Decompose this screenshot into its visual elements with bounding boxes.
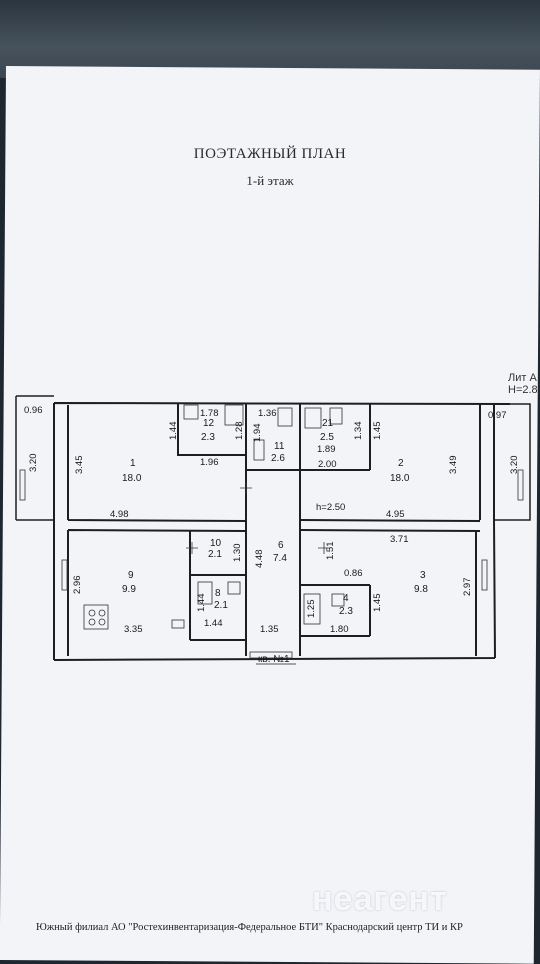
dim-178: 1.78: [200, 408, 219, 419]
apartment-label: кв. №1: [258, 654, 290, 665]
window-mark: [61, 559, 68, 591]
photo-background-top: [0, 0, 540, 78]
dim-498: 4.98: [110, 509, 129, 520]
room-3-area: 9.8: [414, 584, 428, 595]
watermark-logo: неагент: [312, 880, 448, 918]
room-11-number: 11: [274, 441, 285, 452]
shower-icon: [303, 593, 321, 625]
room-8-number: 8: [215, 588, 221, 599]
dim-145-bottom: 1.45: [372, 594, 383, 613]
sink-icon: [171, 619, 185, 629]
dim-349: 3.49: [448, 456, 459, 475]
room-3-number: 3: [420, 570, 426, 581]
fixtures: [19, 404, 524, 659]
dim-125: 1.25: [306, 600, 317, 619]
shower-icon: [224, 404, 244, 426]
room-11-area: 2.6: [271, 453, 285, 464]
dim-144c: 1.44: [204, 618, 223, 629]
room-6-area: 7.4: [273, 553, 287, 564]
dim-335: 3.35: [124, 624, 143, 635]
sink-icon: [183, 404, 199, 420]
stove-burner: [88, 609, 96, 617]
room-12-number: 12: [203, 418, 215, 429]
dim-320-left: 3.20: [28, 454, 39, 473]
dim-151: 1.51: [325, 542, 336, 561]
toilet-icon: [253, 439, 265, 461]
room-8-area: 2.1: [214, 600, 228, 611]
dim-136: 1.36: [258, 408, 277, 419]
dim-144: 1.44: [168, 422, 179, 441]
room-21-area: 2.5: [320, 432, 334, 443]
dim-495: 4.95: [386, 509, 405, 520]
radiator-mark: [240, 482, 252, 494]
dim-130: 1.30: [232, 544, 243, 563]
dim-134: 1.34: [353, 422, 364, 441]
shower-icon: [197, 581, 213, 605]
dim-200: 2.00: [318, 459, 337, 470]
dim-320-right: 3.20: [509, 456, 520, 475]
dim-128: 1.28: [234, 422, 245, 441]
room-9-number: 9: [128, 570, 134, 581]
sink-icon: [331, 593, 345, 607]
dim-371: 3.71: [390, 534, 409, 545]
dim-145-top: 1.45: [372, 422, 383, 441]
dim-135: 1.35: [260, 624, 279, 635]
entrance-door: [249, 651, 293, 659]
sink-icon: [329, 407, 343, 425]
shower-icon: [304, 407, 322, 429]
room-12-area: 2.3: [201, 432, 215, 443]
room-21-number: 21: [322, 418, 334, 429]
room-2-number: 2: [398, 458, 404, 469]
room-1-area: 18.0: [122, 473, 142, 484]
window-mark: [517, 469, 524, 501]
stove-icon: [83, 604, 109, 630]
dim-086: 0.86: [344, 568, 363, 579]
lit-line-2: Н=2.8: [508, 384, 538, 396]
dim-194: 1.94: [252, 424, 263, 443]
dim-196: 1.96: [200, 457, 219, 468]
dim-096: 0.96: [24, 405, 43, 416]
room-1-number: 1: [130, 458, 136, 469]
room-2-area: 18.0: [390, 473, 410, 484]
dim-297: 2.97: [462, 578, 473, 597]
page-title: ПОЭТАЖНЫЙ ПЛАН: [193, 146, 347, 162]
room-6-number: 6: [278, 540, 284, 551]
dim-189: 1.89: [317, 444, 336, 455]
dim-097: 0.97: [488, 410, 507, 421]
footer-organization: Южный филиал АО "Ростехинвентаризация-Фе…: [36, 922, 463, 933]
window-mark: [481, 559, 488, 591]
room-10-area: 2.1: [208, 549, 222, 560]
dim-144b: 1.44: [196, 594, 207, 613]
dim-180: 1.80: [330, 624, 349, 635]
lit-line-1: Лит А: [508, 372, 537, 384]
building-letter-label: Лит А Н=2.8: [508, 372, 538, 396]
room-4-area: 2.3: [339, 606, 353, 617]
room-10-number: 10: [210, 538, 222, 549]
dim-448: 4.48: [254, 550, 265, 569]
dim-296: 2.96: [72, 576, 83, 595]
toilet-icon: [277, 407, 293, 427]
room-9-area: 9.9: [122, 584, 136, 595]
sink-icon: [227, 581, 241, 595]
walls: [15, 395, 531, 661]
room-4-number: 4: [343, 593, 349, 604]
dim-345: 3.45: [74, 456, 85, 475]
window-mark: [19, 469, 26, 501]
floor-subtitle: 1-й этаж: [246, 173, 294, 188]
dim-h250: h=2.50: [316, 502, 345, 513]
